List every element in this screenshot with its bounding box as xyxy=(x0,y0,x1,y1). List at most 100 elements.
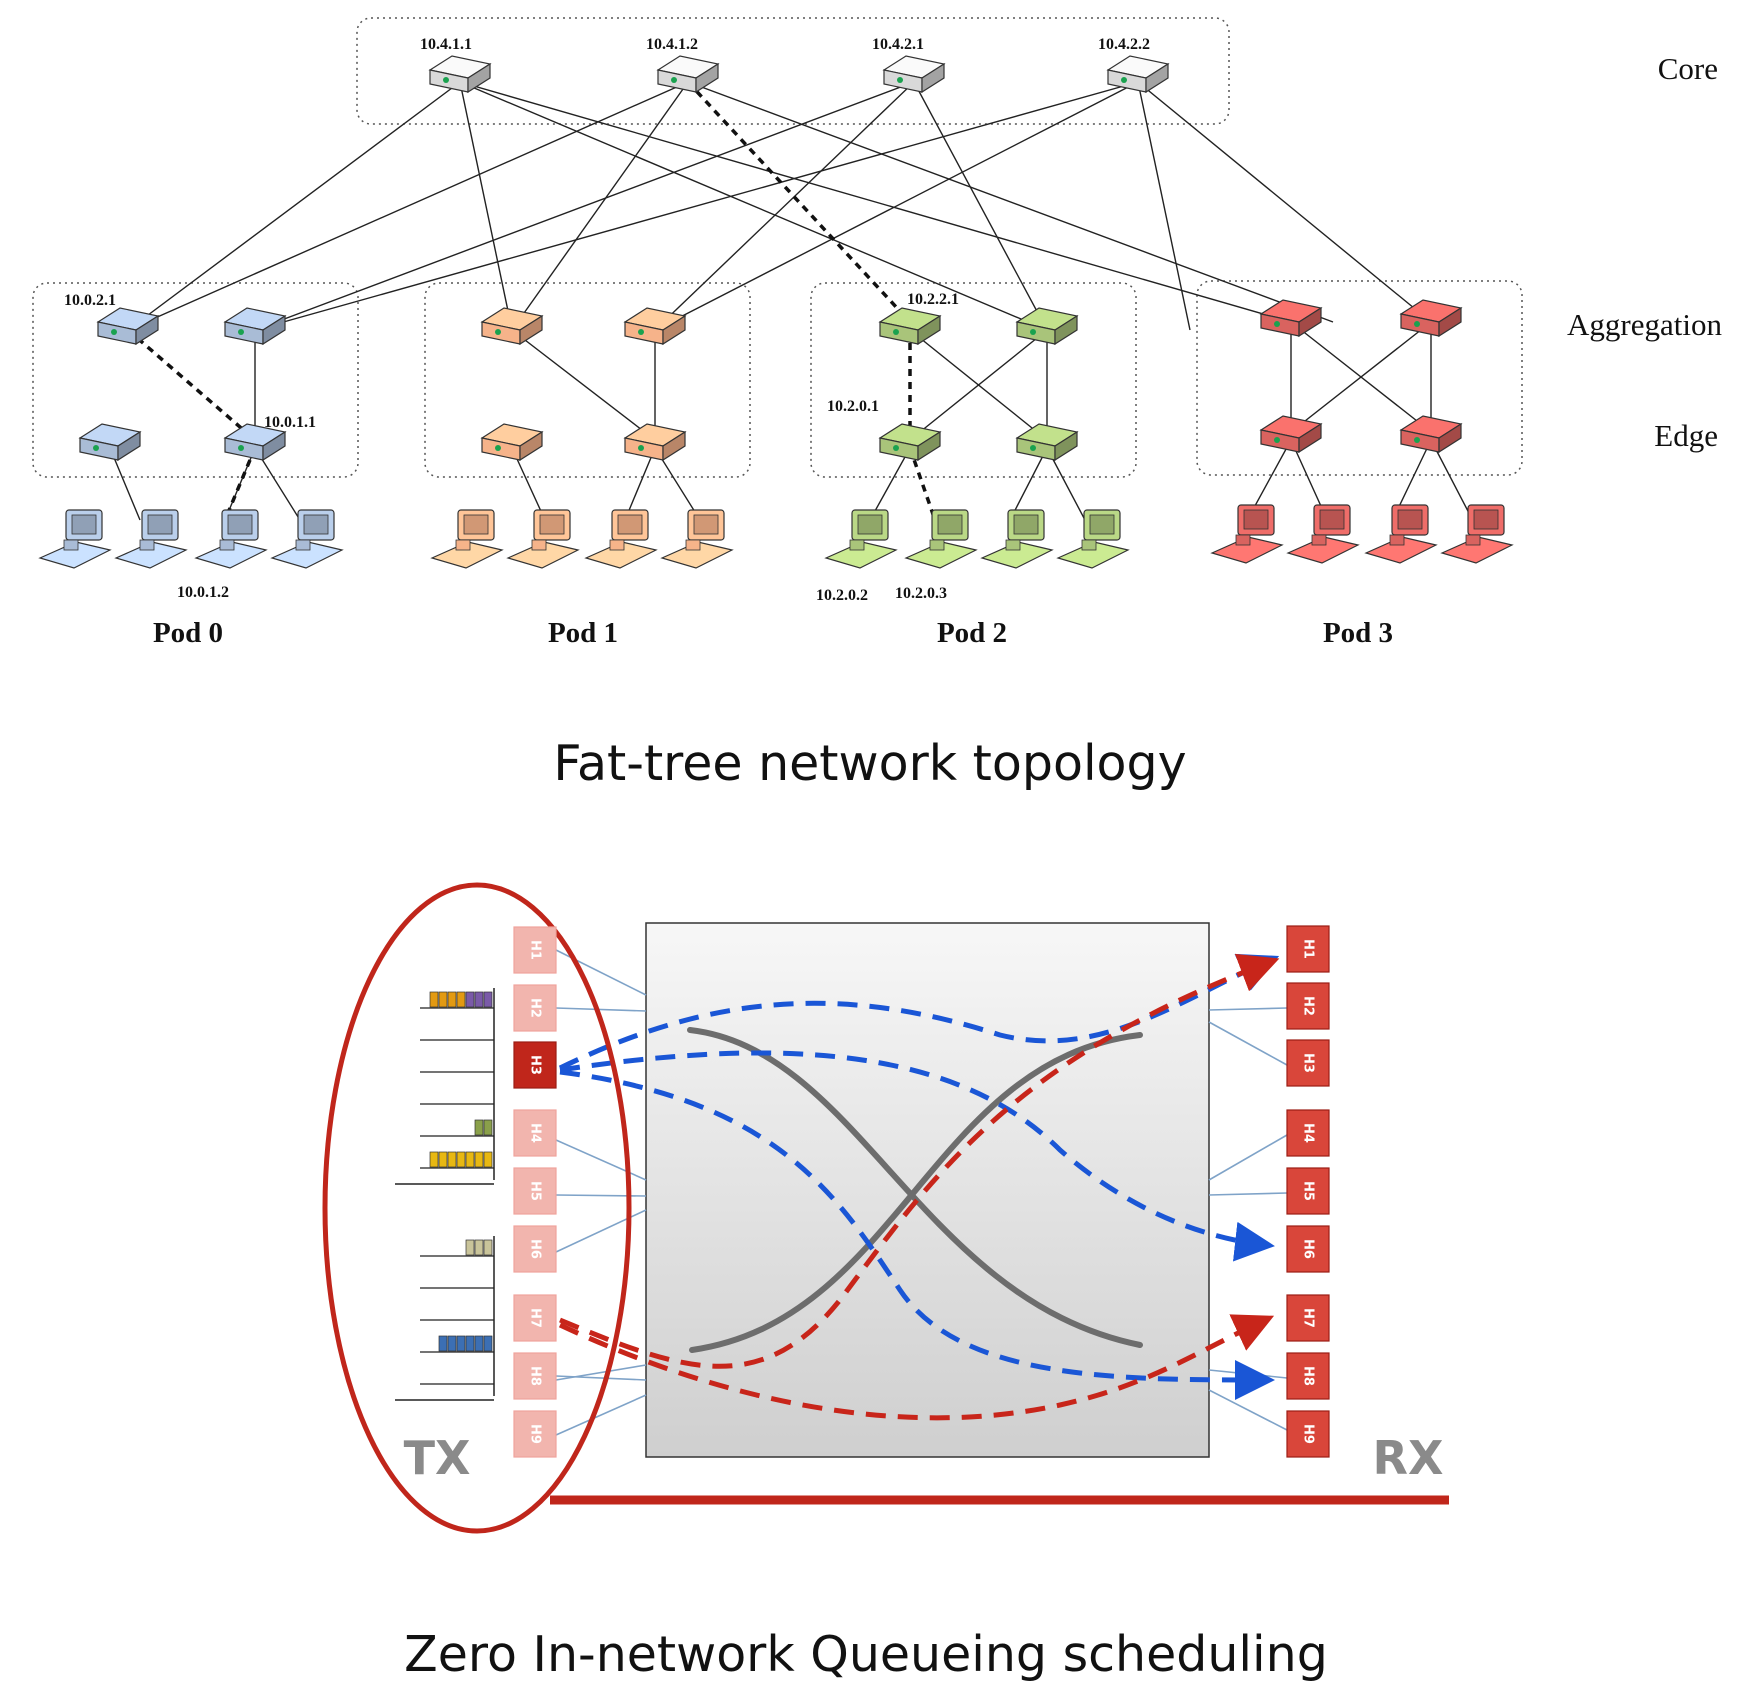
core-layer-label: Core xyxy=(1658,51,1718,86)
tx-host-1[interactable]: H1 xyxy=(513,926,557,974)
core-switch-1 xyxy=(428,55,492,94)
pod3-host-1 xyxy=(1210,504,1284,564)
rx-host-3[interactable]: H3 xyxy=(1286,1039,1330,1087)
pod3-aggregation-switch-1 xyxy=(1259,299,1323,338)
pod2-aggregation-address: 10.2.2.1 xyxy=(907,291,959,308)
rx-host-label: H4 xyxy=(1301,1123,1316,1143)
pod3-label: Pod 3 xyxy=(1323,617,1393,649)
rx-host-9[interactable]: H9 xyxy=(1286,1410,1330,1458)
pod3-group-box xyxy=(1196,280,1523,476)
topology-links xyxy=(109,81,1471,521)
tx-host-label: H1 xyxy=(528,940,543,960)
rx-host-8[interactable]: H8 xyxy=(1286,1352,1330,1400)
tx-host-4[interactable]: H4 xyxy=(513,1109,557,1157)
pod0-host-4 xyxy=(270,509,344,569)
tx-host-label: H9 xyxy=(528,1424,543,1444)
pod3-aggregation-switch-2 xyxy=(1399,299,1463,338)
pod0-aggregation-switch-1 xyxy=(96,307,160,346)
pod0-host-address: 10.0.1.2 xyxy=(177,584,229,601)
flow-paths xyxy=(558,953,1280,1421)
tx-host-label: H2 xyxy=(528,998,543,1018)
tx-highlight-ellipse xyxy=(322,882,632,1534)
pod0-host-2 xyxy=(114,509,188,569)
tx-host-7[interactable]: H7 xyxy=(513,1294,557,1342)
pod3-edge-switch-2 xyxy=(1399,415,1463,454)
tx-host-6[interactable]: H6 xyxy=(513,1225,557,1273)
rx-host-label: H9 xyxy=(1301,1424,1316,1444)
pod0-label: Pod 0 xyxy=(153,617,223,649)
pod1-host-3 xyxy=(584,509,658,569)
tx-host-9[interactable]: H9 xyxy=(513,1410,557,1458)
fat-tree-figure: 10.4.1.1 10.4.1.2 10.4.2.1 10.4.2.2 10.0… xyxy=(32,17,1722,792)
tx-host-2[interactable]: H2 xyxy=(513,984,557,1032)
switch-layer xyxy=(78,55,1463,462)
pod1-edge-switch-1 xyxy=(480,423,544,462)
pod0-host-3 xyxy=(194,509,268,569)
edge-layer-label: Edge xyxy=(1654,418,1718,453)
tx-host-5[interactable]: H5 xyxy=(513,1167,557,1215)
fat-tree-caption: Fat-tree network topology xyxy=(553,735,1186,792)
pod1-edge-switch-2 xyxy=(623,423,687,462)
pod0-edge-switch-1 xyxy=(78,423,142,462)
tx-host-8[interactable]: H8 xyxy=(513,1352,557,1400)
pod2-host-3 xyxy=(980,509,1054,569)
host-layer xyxy=(38,504,1514,569)
rx-host-label: H8 xyxy=(1301,1366,1316,1386)
rx-host-label: H7 xyxy=(1301,1308,1316,1328)
pod2-label: Pod 2 xyxy=(937,617,1007,649)
pod1-aggregation-switch-2 xyxy=(623,307,687,346)
pod3-edge-switch-1 xyxy=(1259,415,1323,454)
scheduling-caption: Zero In-network Queueing scheduling xyxy=(404,1626,1328,1683)
rx-host-7[interactable]: H7 xyxy=(1286,1294,1330,1342)
pod1-label: Pod 1 xyxy=(548,617,618,649)
rx-host-5[interactable]: H5 xyxy=(1286,1167,1330,1215)
pod0-aggregation-address: 10.0.2.1 xyxy=(64,292,116,309)
rx-host-label: H5 xyxy=(1301,1181,1316,1201)
rx-host-2[interactable]: H2 xyxy=(1286,982,1330,1030)
pod2-aggregation-switch-2 xyxy=(1015,307,1079,346)
tx-host-label: H3 xyxy=(528,1055,543,1075)
tx-host-label: H4 xyxy=(528,1123,543,1143)
core-switch-3 xyxy=(882,55,946,94)
pod0-edge-address: 10.0.1.1 xyxy=(264,414,316,431)
pod2-host-b-address: 10.2.0.3 xyxy=(895,585,947,602)
rx-host-label: H3 xyxy=(1301,1053,1316,1073)
rx-host-1[interactable]: H1 xyxy=(1286,925,1330,973)
pod2-host-4 xyxy=(1056,509,1130,569)
pod2-edge-switch-1 xyxy=(878,423,942,462)
pod2-edge-address: 10.2.0.1 xyxy=(827,398,879,415)
tx-host-label: H8 xyxy=(528,1366,543,1386)
tx-label: TX xyxy=(404,1431,471,1485)
pod2-host-a-address: 10.2.0.2 xyxy=(816,587,868,604)
pod1-aggregation-switch-1 xyxy=(480,307,544,346)
rx-host-label: H2 xyxy=(1301,996,1316,1016)
core1-address: 10.4.1.1 xyxy=(420,36,472,53)
core3-address: 10.4.2.1 xyxy=(872,36,924,53)
core-switch-2 xyxy=(656,55,720,94)
pod2-edge-switch-2 xyxy=(1015,423,1079,462)
failed-links xyxy=(126,80,937,521)
tx-host-label: H7 xyxy=(528,1308,543,1328)
pod2-aggregation-switch-1 xyxy=(878,307,942,346)
rx-host-4[interactable]: H4 xyxy=(1286,1109,1330,1157)
rx-host-label: H1 xyxy=(1301,939,1316,959)
pod3-host-4 xyxy=(1440,504,1514,564)
pod0-aggregation-switch-2 xyxy=(223,307,287,346)
rx-label: RX xyxy=(1373,1431,1444,1485)
pod0-host-1 xyxy=(38,509,112,569)
pod2-host-1 xyxy=(824,509,898,569)
tx-host-label: H5 xyxy=(528,1181,543,1201)
rx-host-6[interactable]: H6 xyxy=(1286,1225,1330,1273)
pod2-host-2 xyxy=(904,509,978,569)
tx-host-3[interactable]: H3 xyxy=(513,1041,557,1089)
pod1-host-4 xyxy=(660,509,734,569)
core-switch-4 xyxy=(1106,55,1170,94)
pod1-host-2 xyxy=(506,509,580,569)
aggregation-layer-label: Aggregation xyxy=(1567,307,1722,342)
pod0-group-box xyxy=(32,282,359,478)
tx-queue-block-1 xyxy=(395,988,495,1185)
